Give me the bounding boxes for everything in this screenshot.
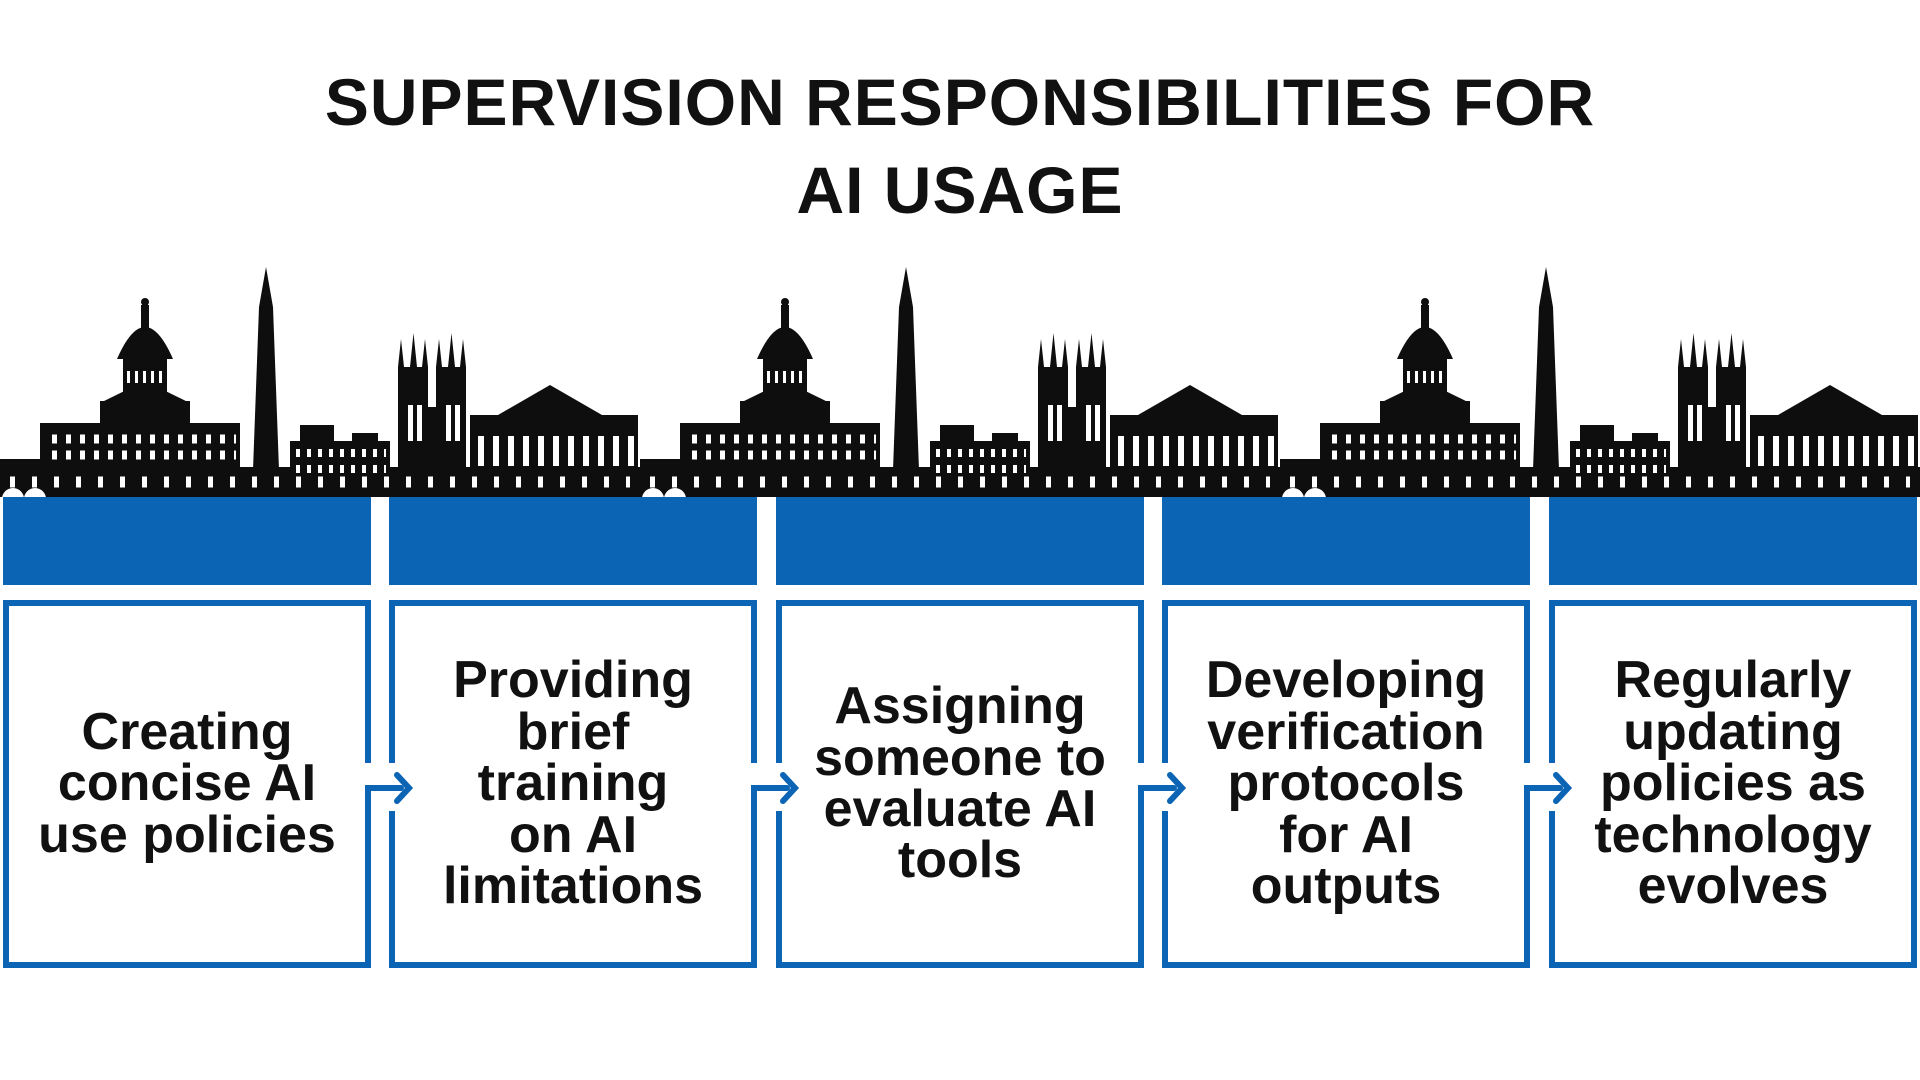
step-header-bar [1162,497,1530,585]
step-header-bar [776,497,1144,585]
step-label: Creating concise AI use policies [38,702,336,864]
step-card: Developing verification protocols for AI… [1162,600,1530,968]
step-card: Providing brief training on AI limitatio… [389,600,757,968]
step-card: Assigning someone to evaluate AI tools [776,600,1144,968]
step-label: Regularly updating policies as technolog… [1594,651,1872,916]
flow-arrow-icon [1135,763,1187,818]
step-label: Developing verification protocols for AI… [1205,651,1487,916]
step-column-3: Assigning someone to evaluate AI tools [776,0,1144,1080]
step-header-bar [389,497,757,585]
step-column-4: Developing verification protocols for AI… [1162,0,1530,1080]
step-column-1: Creating concise AI use policies [3,0,371,1080]
step-label: Providing brief training on AI limitatio… [442,651,704,916]
step-header-bar [3,497,371,585]
step-card: Creating concise AI use policies [3,600,371,968]
flow-arrow-icon [362,763,414,818]
step-card: Regularly updating policies as technolog… [1549,600,1917,968]
flow-arrow-icon [748,763,800,818]
step-column-2: Providing brief training on AI limitatio… [389,0,757,1080]
step-column-5: Regularly updating policies as technolog… [1549,0,1917,1080]
step-label: Assigning someone to evaluate AI tools [814,677,1106,890]
page-title: SUPERVISION RESPONSIBILITIES FOR AI USAG… [324,65,1596,228]
step-header-bar [1549,497,1917,585]
flow-arrow-icon [1521,763,1573,818]
